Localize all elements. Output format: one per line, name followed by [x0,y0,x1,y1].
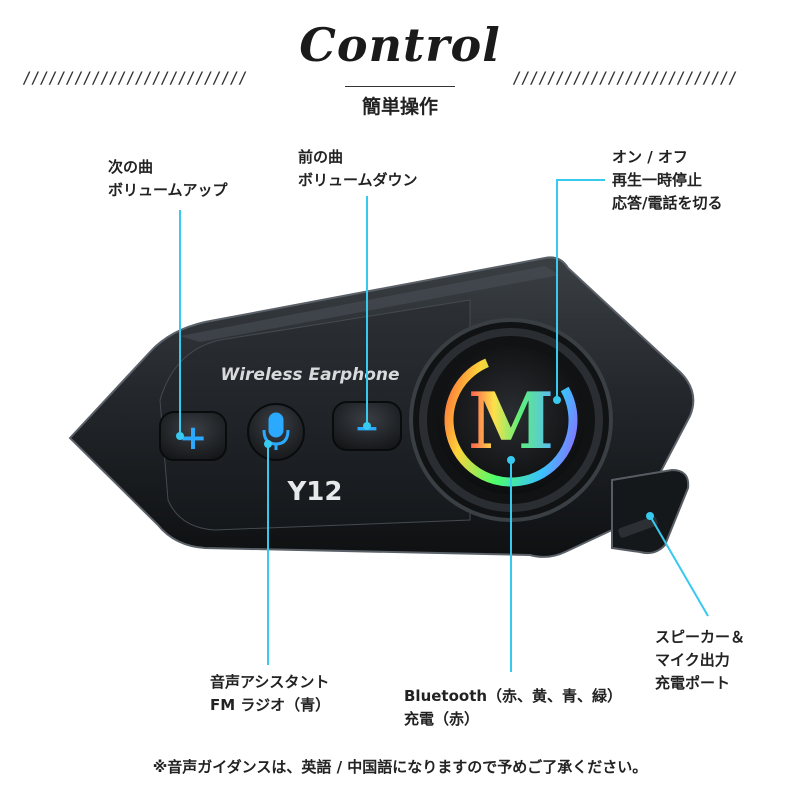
callout-dots [176,396,654,520]
power-knob[interactable] [437,346,585,494]
plus-button[interactable] [159,411,227,461]
page-subtitle: 簡単操作 [361,96,438,118]
leader-speaker [649,515,709,617]
callout-lines [179,179,709,672]
speaker-port [611,468,690,555]
callout-power: オン / オフ 再生一時停止 応答/電話を切る [612,148,723,212]
front-panel [159,299,471,531]
footer-note: ※音声ガイダンスは、英語 / 中国語になりますので予めご了承ください。 [152,758,648,776]
subtitle-divider [345,86,455,87]
rgb-light-ring [444,353,578,487]
callout-next-track: 次の曲 ボリュームアップ [108,158,228,199]
plus-icon: + [179,418,208,458]
page-title: Control [299,18,501,72]
callout-speaker: スピーカー＆ マイク出力 充電ポート [655,628,746,692]
model-label: Y12 [286,477,342,507]
decorative-hatch-left: ////////////////////////// [22,68,247,87]
body-highlight [180,266,560,342]
logo-m-icon: M [468,376,554,467]
decorative-hatch-right: ////////////////////////// [512,68,737,87]
callout-voice: 音声アシスタント FM ラジオ（青） [210,673,331,714]
microphone-icon [262,412,290,450]
brand-label: Wireless Earphone [220,365,399,385]
callout-prev-track: 前の曲 ボリュームダウン [298,148,418,189]
leader-power [556,179,605,400]
callout-bluetooth: Bluetooth（赤、黄、青、緑） 充電（赤） [404,687,623,728]
